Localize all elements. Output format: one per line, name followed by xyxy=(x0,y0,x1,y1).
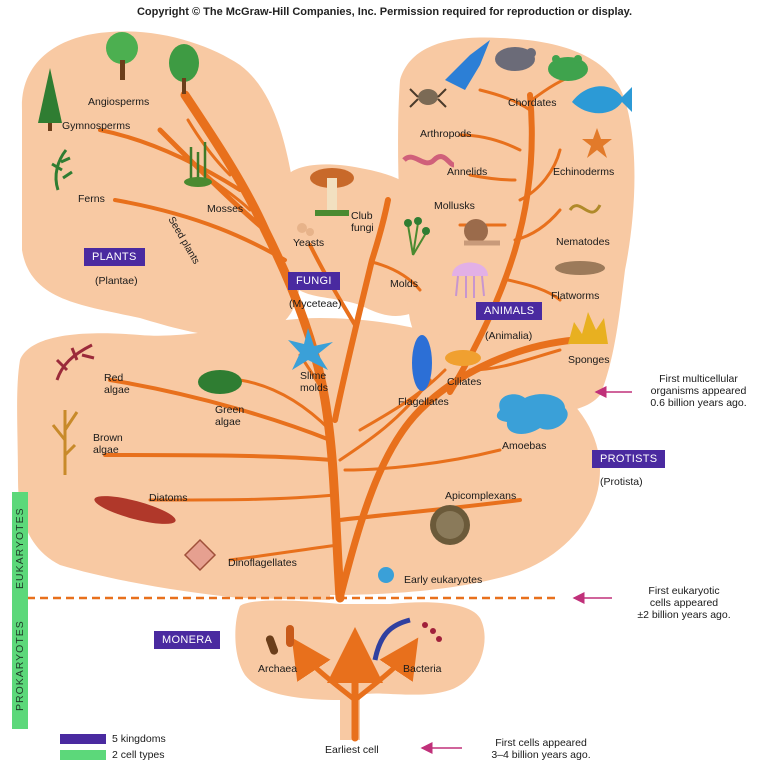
side-label-prokaryotes: PROKARYOTES xyxy=(12,603,28,729)
label-club-fungi-line2: fungi xyxy=(351,222,374,234)
legend-cell-types-label: 2 cell types xyxy=(112,749,165,761)
kingdom-monera-box: MONERA xyxy=(154,631,220,649)
label-red-algae-line1: Red xyxy=(104,372,123,384)
label-dinoflagellates: Dinoflagellates xyxy=(228,557,297,569)
label-mosses: Mosses xyxy=(207,203,243,215)
label-brown-algae-line2: algae xyxy=(93,444,119,456)
ciliate-icon xyxy=(445,350,481,366)
note-first-cells-line2: 3–4 billion years ago. xyxy=(466,749,616,761)
label-earliest-cell: Earliest cell xyxy=(325,744,379,756)
label-diatoms: Diatoms xyxy=(149,492,188,504)
note-eukaryotic-line3: ±2 billion years ago. xyxy=(614,609,754,621)
apicomplexan-icon xyxy=(430,505,470,545)
label-red-algae-line2: algae xyxy=(104,384,130,396)
label-archaea: Archaea xyxy=(258,663,297,675)
label-amoebas: Amoebas xyxy=(502,440,546,452)
label-apicomplexans: Apicomplexans xyxy=(445,490,516,502)
label-yeasts: Yeasts xyxy=(293,237,324,249)
kingdom-plants-box: PLANTS xyxy=(84,248,145,266)
legend-cell-types-swatch xyxy=(60,750,106,760)
plants-region xyxy=(22,31,302,336)
flatworm-icon xyxy=(555,261,605,275)
label-arthropods: Arthropods xyxy=(420,128,471,140)
label-annelids: Annelids xyxy=(447,166,487,178)
early-eukaryote-icon xyxy=(378,567,394,583)
label-brown-algae-line1: Brown xyxy=(93,432,123,444)
label-mollusks: Mollusks xyxy=(434,200,475,212)
label-slime-molds-line2: molds xyxy=(300,382,328,394)
note-eukaryotic-line2: cells appeared xyxy=(614,597,754,609)
note-multicellular-line1: First multicellular xyxy=(636,373,761,385)
note-multicellular: First multicellular organisms appeared 0… xyxy=(636,373,761,409)
label-echinoderms: Echinoderms xyxy=(553,166,614,178)
note-eukaryotic-line1: First eukaryotic xyxy=(614,585,754,597)
label-green-algae-line1: Green xyxy=(215,404,244,416)
kingdom-animals-sub: (Animalia) xyxy=(485,330,532,342)
label-green-algae-line2: algae xyxy=(215,416,241,428)
note-first-cells-line1: First cells appeared xyxy=(466,737,616,749)
copyright-notice: Copyright © The McGraw-Hill Companies, I… xyxy=(0,6,769,18)
label-nematodes: Nematodes xyxy=(556,236,610,248)
label-flagellates: Flagellates xyxy=(398,396,449,408)
label-sponges: Sponges xyxy=(568,354,609,366)
label-bacteria: Bacteria xyxy=(403,663,442,675)
kingdom-animals-box: ANIMALS xyxy=(476,302,542,320)
label-slime-molds-line1: Slime xyxy=(300,370,326,382)
label-chordates: Chordates xyxy=(508,97,556,109)
kingdom-fungi-sub: (Myceteae) xyxy=(289,298,342,310)
flagellate-icon xyxy=(412,335,432,391)
kingdom-fungi-box: FUNGI xyxy=(288,272,340,290)
label-club-fungi-line1: Club xyxy=(351,210,373,222)
green-algae-icon xyxy=(198,370,242,394)
label-molds: Molds xyxy=(390,278,418,290)
side-label-eukaryotes: EUKARYOTES xyxy=(12,492,28,604)
label-flatworms: Flatworms xyxy=(551,290,599,302)
label-angiosperms: Angiosperms xyxy=(88,96,149,108)
label-early-eukaryotes: Early eukaryotes xyxy=(404,574,482,586)
note-multicellular-line3: 0.6 billion years ago. xyxy=(636,397,761,409)
kingdom-protists-sub: (Protista) xyxy=(600,476,643,488)
kingdom-protists-box: PROTISTS xyxy=(592,450,665,468)
note-eukaryotic: First eukaryotic cells appeared ±2 billi… xyxy=(614,585,754,621)
label-ferns: Ferns xyxy=(78,193,105,205)
note-multicellular-line2: organisms appeared xyxy=(636,385,761,397)
kingdom-plants-sub: (Plantae) xyxy=(95,275,138,287)
note-first-cells: First cells appeared 3–4 billion years a… xyxy=(466,737,616,761)
label-ciliates: Ciliates xyxy=(447,376,481,388)
label-gymnosperms: Gymnosperms xyxy=(62,120,130,132)
legend-kingdoms-swatch xyxy=(60,734,106,744)
legend-kingdoms-label: 5 kingdoms xyxy=(112,733,166,745)
